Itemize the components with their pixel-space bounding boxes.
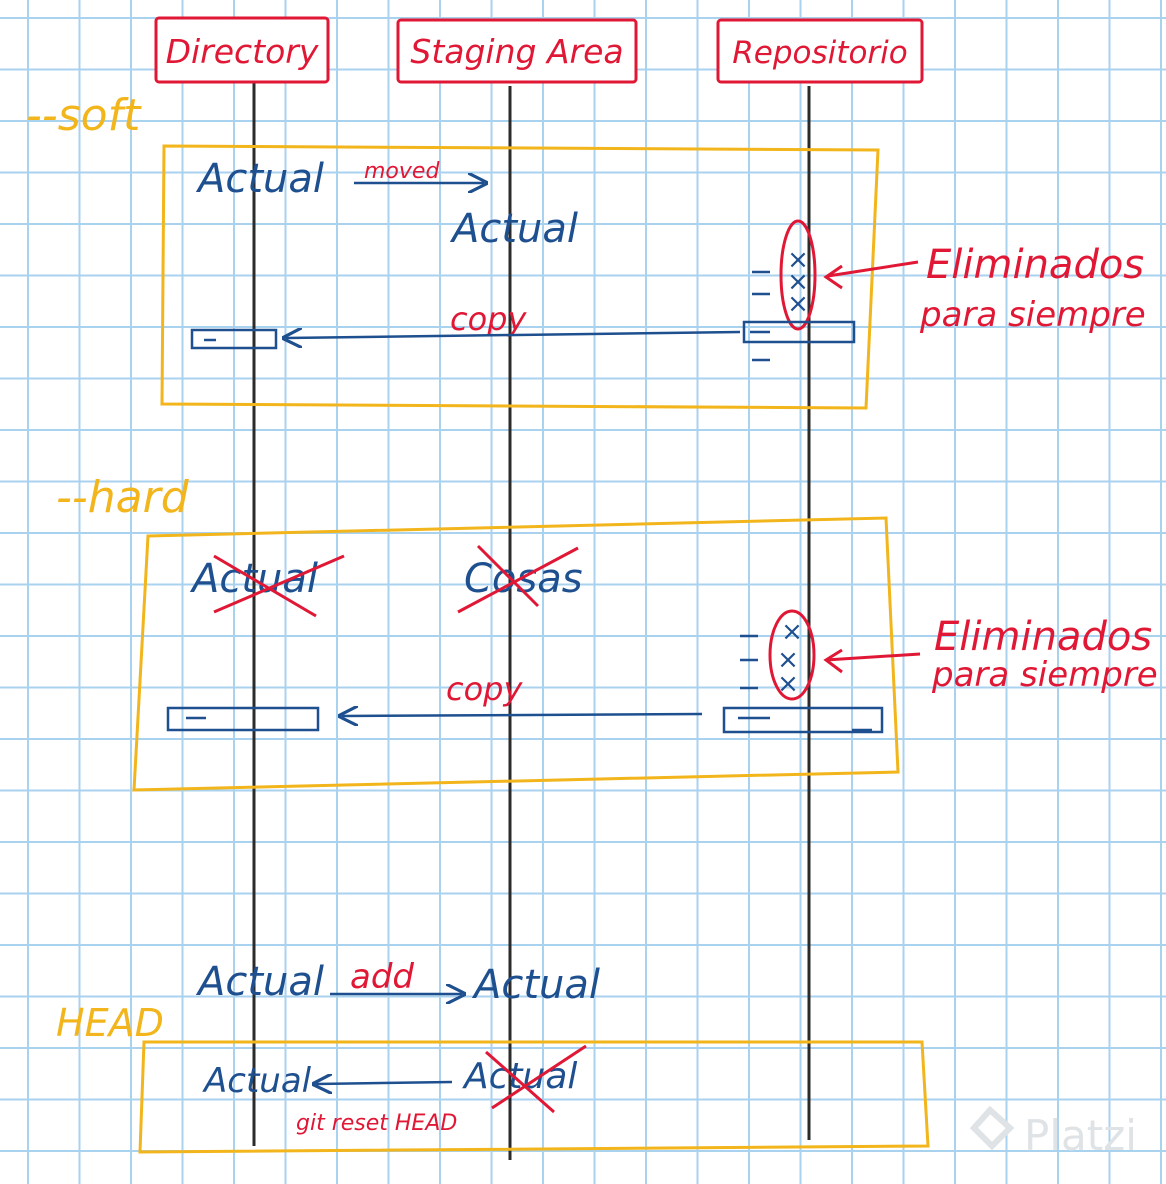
hard-repository-commit (722, 706, 884, 734)
platzi-logo: Platzi (969, 1105, 1137, 1160)
deleted-commit-mark: × (787, 267, 809, 297)
platzi-logo-icon (969, 1105, 1015, 1151)
soft-deleted-pointer (827, 260, 919, 278)
reset-staging-cross (485, 1044, 587, 1114)
soft-copy-label: copy (450, 300, 527, 338)
deleted-commit-mark: × (787, 245, 809, 275)
deleted-commit-mark: × (777, 645, 799, 675)
soft-staging-file: Actual (449, 206, 578, 252)
soft-moved-label: moved (364, 159, 440, 184)
soft-directory-file: Actual (195, 156, 324, 202)
hard-directory-cross (213, 554, 345, 618)
add-staging-file: Actual (471, 962, 600, 1008)
add-directory-file: Actual (195, 959, 324, 1005)
deleted-commit-mark: × (787, 289, 809, 319)
hard-staging-file: Cosas (464, 556, 583, 602)
deleted-commit-mark: × (777, 669, 799, 699)
add-label: add (350, 957, 414, 997)
hard-deleted-label-2: para siempre (931, 655, 1158, 695)
hard-title: --hard (56, 472, 190, 523)
soft-repository-commit (742, 320, 856, 344)
hard-copy-label: copy (446, 670, 523, 708)
soft-directory-commit (190, 328, 278, 350)
hard-staging-cross (457, 544, 579, 614)
platzi-watermark-text: Platzi (1024, 1111, 1137, 1160)
repository-header-label: Repositorio (732, 35, 907, 71)
hard-deleted-pointer-head (823, 648, 843, 674)
repository-header: Repositorio (716, 18, 924, 84)
reset-arrow (316, 1082, 453, 1084)
hard-deleted-pointer (825, 652, 921, 662)
hard-deleted-label: Eliminados (934, 614, 1152, 660)
hard-deleted-commits: × × × (740, 609, 816, 701)
soft-deleted-commits: × × × (752, 219, 817, 362)
soft-box (160, 144, 880, 410)
staging-header-label: Staging Area (410, 32, 623, 71)
soft-deleted-pointer-head (823, 264, 843, 290)
hard-copy-arrow (342, 714, 703, 716)
soft-deleted-label-2: para siempre (919, 295, 1146, 335)
head-title: HEAD (56, 1001, 164, 1045)
git-reset-command: git reset HEAD (296, 1111, 457, 1136)
soft-deleted-label: Eliminados (926, 242, 1144, 288)
hard-box (132, 516, 900, 792)
directory-header: Directory (154, 16, 330, 84)
hard-directory-commit (166, 706, 320, 732)
reset-directory-file: Actual (202, 1061, 312, 1101)
soft-copy-arrow (286, 332, 741, 338)
staging-header: Staging Area (396, 18, 638, 84)
head-box (138, 1040, 930, 1154)
directory-header-label: Directory (166, 32, 319, 71)
soft-title: --soft (26, 90, 142, 141)
deleted-commit-mark: × (781, 617, 803, 647)
